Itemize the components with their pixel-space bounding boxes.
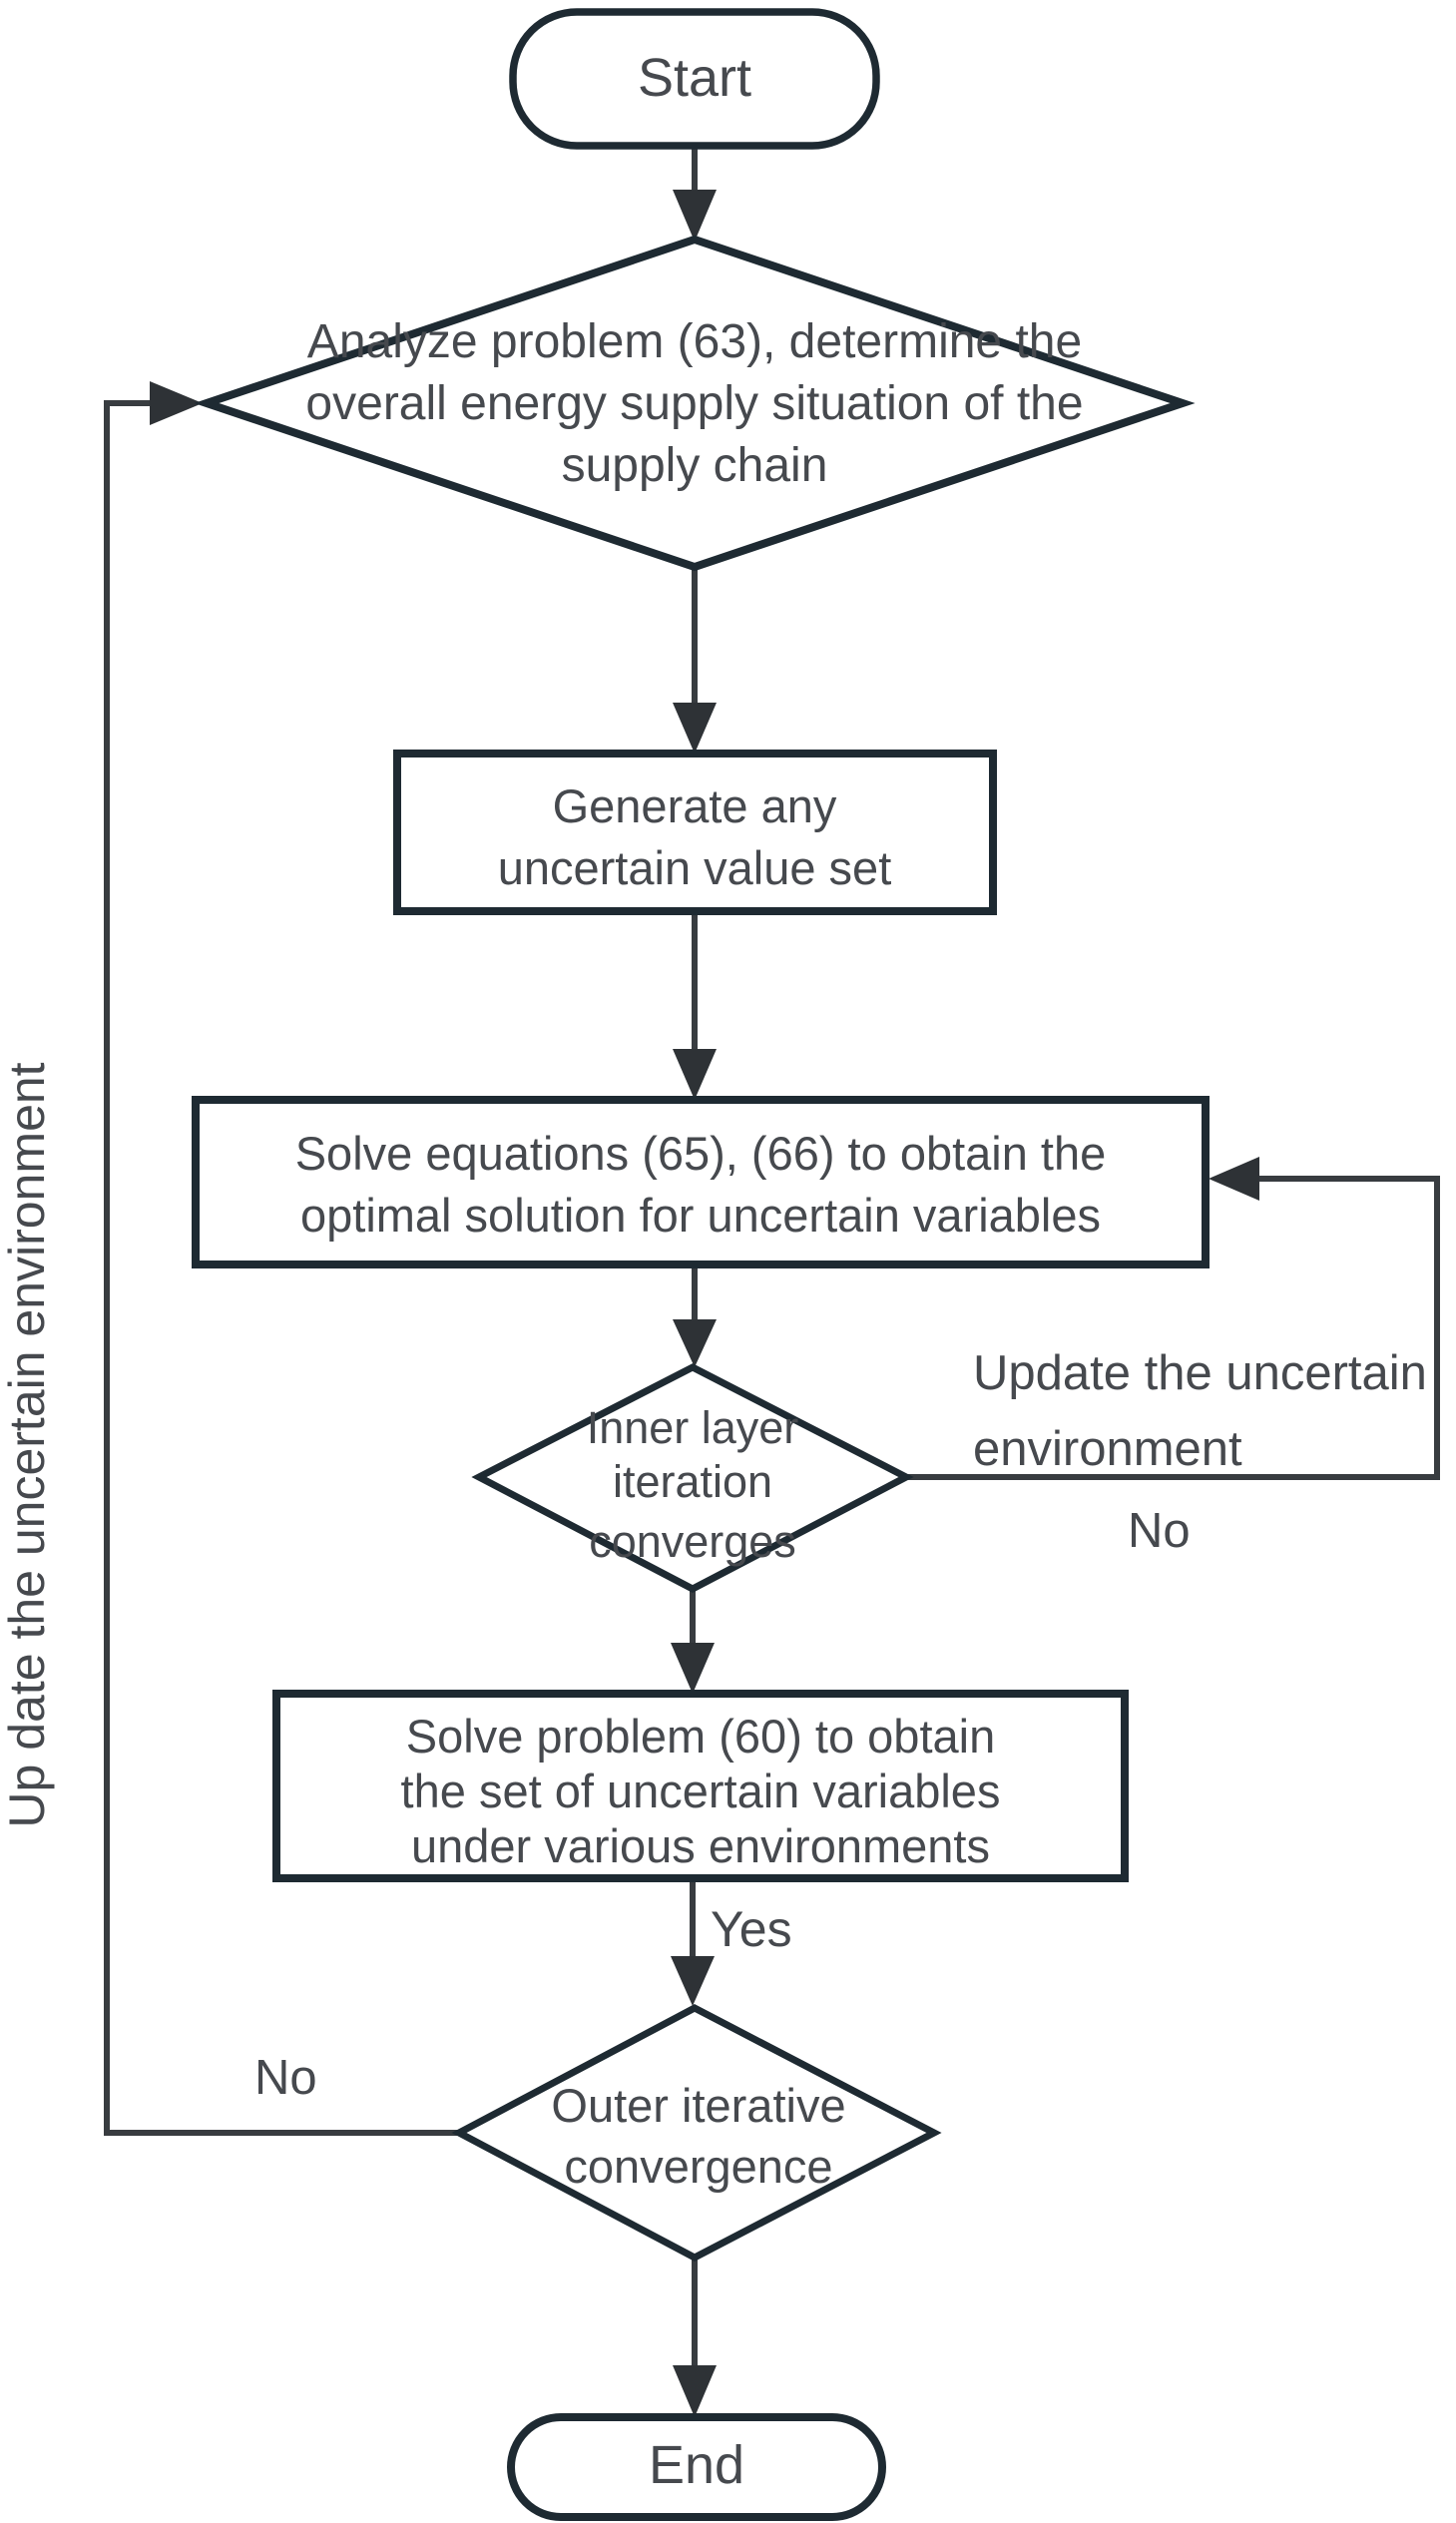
arrowhead-down-icon [673, 1319, 717, 1367]
inner-convergence-decision-node [471, 1363, 914, 1593]
update-environment-label-line1: Update the uncertain [973, 1346, 1427, 1400]
solve-equations-line1: Solve equations (65), (66) to obtain the [295, 1127, 1107, 1180]
arrowhead-left-icon [1209, 1157, 1259, 1201]
solve-problem-line3: under various environments [411, 1819, 990, 1872]
end-label: End [649, 2435, 744, 2495]
solve-equations-line2: optimal solution for uncertain variables [300, 1189, 1101, 1242]
solve-problem-line2: the set of uncertain variables [401, 1765, 1001, 1817]
analyze-decision-node [194, 235, 1196, 572]
arrowhead-down-icon [673, 703, 717, 754]
generate-process-line1: Generate any [553, 779, 837, 832]
connector-inner-no-loop [906, 1176, 1440, 1480]
solve-problem-process-node [272, 1690, 1129, 1882]
connector-outer-no-loop [104, 400, 459, 2136]
analyze-decision-line3: supply chain [562, 439, 828, 492]
outer-convergence-line2: convergence [564, 2140, 832, 2193]
start-label: Start [638, 48, 751, 108]
inner-convergence-line3: converges [589, 1516, 796, 1567]
analyze-decision-line2: overall energy supply situation of the [305, 377, 1083, 430]
start-node [509, 8, 880, 150]
inner-convergence-line1: Inner layer [587, 1402, 799, 1453]
arrowhead-right-icon [150, 381, 203, 425]
generate-process-line2: uncertain value set [498, 841, 892, 894]
outer-convergence-decision-node [451, 2004, 942, 2262]
inner-convergence-line2: iteration [613, 1456, 772, 1507]
arrowhead-down-icon [671, 1643, 715, 1694]
generate-process-node [393, 750, 997, 915]
outer-no-label: No [254, 2051, 317, 2105]
arrowhead-down-icon [673, 1049, 717, 1100]
outer-convergence-line1: Outer iterative [551, 2079, 845, 2132]
arrowhead-down-icon [673, 190, 717, 242]
analyze-decision-line1: Analyze problem (63), determine the [307, 315, 1082, 368]
update-environment-label-line2: environment [973, 1422, 1242, 1476]
solve-equations-process-node [192, 1096, 1210, 1268]
end-node [507, 2413, 886, 2521]
arrowhead-down-icon [673, 2365, 717, 2417]
arrowhead-down-icon [671, 1956, 715, 2006]
solve-problem-line1: Solve problem (60) to obtain [406, 1710, 995, 1763]
yes-label: Yes [711, 1901, 792, 1957]
left-loop-label: Up date the uncertain environment [0, 1062, 55, 1827]
inner-no-label: No [1128, 1504, 1191, 1558]
